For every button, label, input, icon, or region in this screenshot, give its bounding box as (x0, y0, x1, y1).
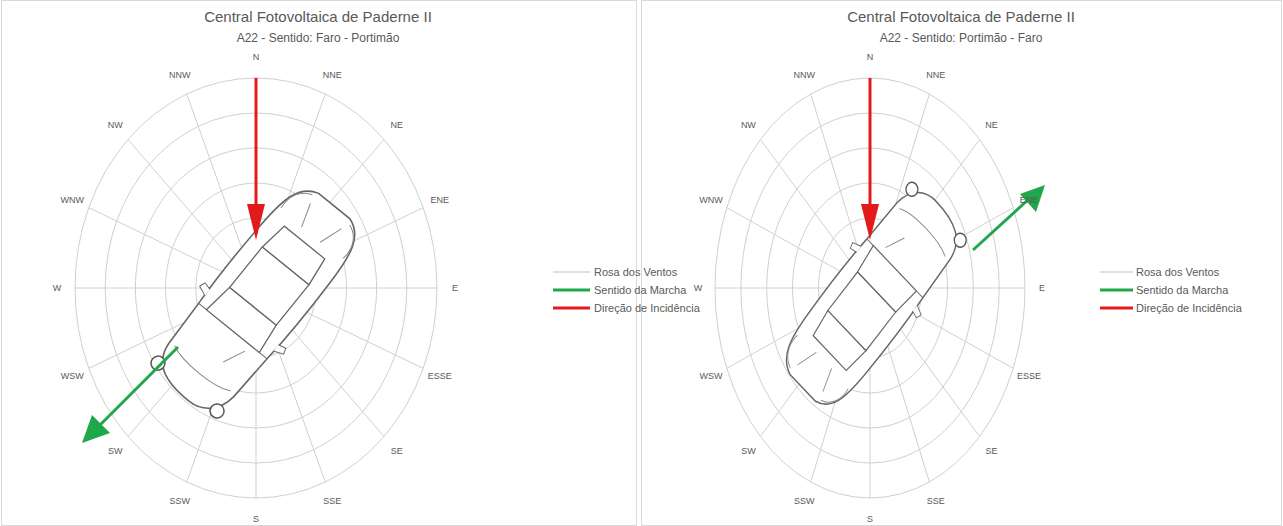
compass-label: SSW (794, 497, 815, 506)
compass-label: NE (985, 120, 998, 129)
compass-label: S (867, 515, 873, 524)
compass-label: NNW (169, 70, 191, 79)
compass-label: W (694, 284, 703, 293)
compass-label: NW (108, 120, 123, 129)
compass-label: WSW (61, 372, 84, 381)
compass-label: SW (741, 447, 756, 456)
compass-label: E (452, 284, 458, 293)
compass-label: ENE (1020, 195, 1039, 204)
wind-rose (715, 78, 1025, 498)
compass-label: N (867, 53, 874, 62)
legend-text: Rosa dos Ventos (1136, 267, 1219, 278)
chart-title: Central Fotovoltaica de Paderne II (204, 8, 432, 25)
compass-label: W (53, 284, 62, 293)
legend-text: Sentido da Marcha (1136, 285, 1228, 296)
compass-label: NW (741, 120, 756, 129)
compass-label: NNE (926, 70, 945, 79)
compass-label: SSE (927, 497, 945, 506)
chart-subtitle: A22 - Sentido: Portimão - Faro (880, 31, 1043, 45)
compass-label: WSW (700, 372, 723, 381)
compass-label: S (253, 515, 259, 524)
compass-label: NNW (793, 70, 815, 79)
compass-label: WNW (60, 195, 84, 204)
compass-label: ESSE (1017, 372, 1041, 381)
wind-rose (75, 78, 437, 498)
compass-label: E (1039, 284, 1045, 293)
compass-label: SE (391, 447, 403, 456)
legend-text: Direção de Incidência (1136, 303, 1242, 314)
legend-text: Rosa dos Ventos (594, 267, 677, 278)
compass-label: ESSE (428, 372, 452, 381)
legend-text: Sentido da Marcha (594, 285, 686, 296)
compass-label: SW (108, 447, 123, 456)
compass-label: NE (390, 120, 403, 129)
legend-text: Direção de Incidência (594, 303, 700, 314)
compass-label: WNW (699, 195, 723, 204)
compass-label: NNE (323, 70, 342, 79)
chart-subtitle: A22 - Sentido: Faro - Portimão (237, 31, 400, 45)
compass-label: SSW (170, 497, 191, 506)
compass-label: SSE (323, 497, 341, 506)
compass-label: SE (986, 447, 998, 456)
compass-label: ENE (431, 195, 450, 204)
chart-title: Central Fotovoltaica de Paderne II (847, 8, 1075, 25)
compass-label: N (253, 53, 260, 62)
